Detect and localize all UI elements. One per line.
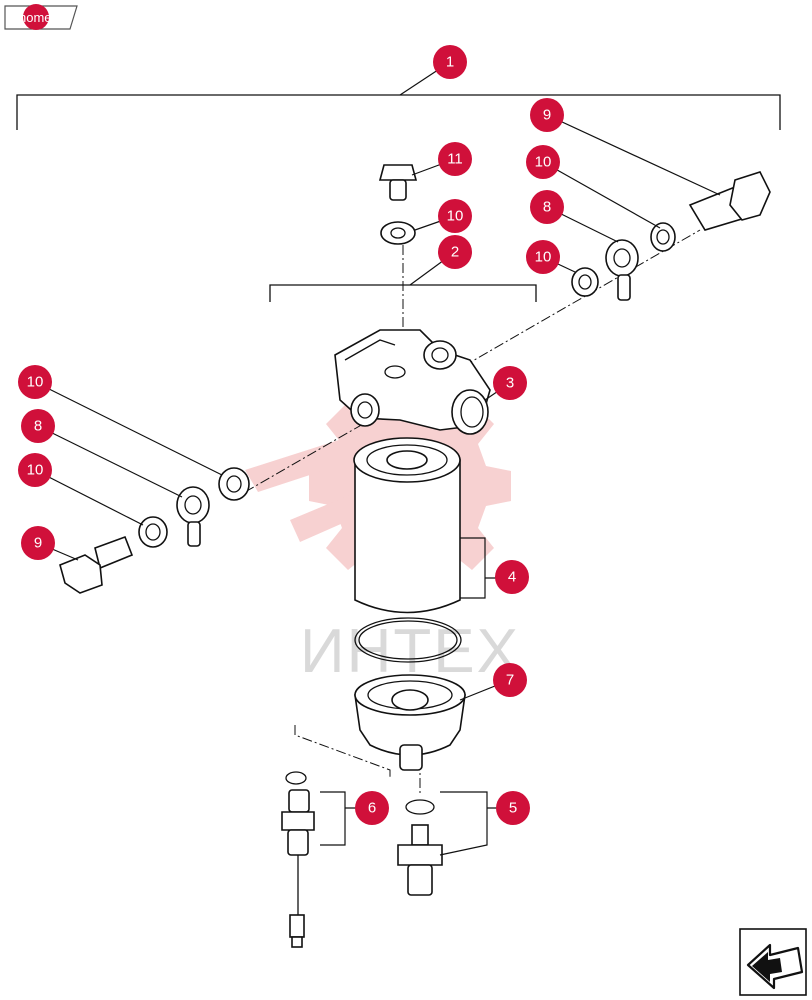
part-washer-right-inner xyxy=(571,267,599,297)
part-washer-left-outer xyxy=(218,467,250,501)
svg-text:3: 3 xyxy=(506,375,514,392)
svg-text:10: 10 xyxy=(535,154,552,171)
callout-8-right[interactable]: 8 xyxy=(530,190,564,224)
part-drain-plug xyxy=(397,799,443,896)
callout-7[interactable]: 7 xyxy=(493,663,527,697)
svg-text:11: 11 xyxy=(447,151,463,168)
home-label[interactable]: home xyxy=(19,10,52,25)
part-washer-top xyxy=(380,221,416,245)
svg-text:1: 1 xyxy=(446,54,454,71)
part-banjo-bolt-right xyxy=(688,171,771,231)
callout-1[interactable]: 1 xyxy=(433,45,467,79)
callout-9-left[interactable]: 9 xyxy=(21,526,55,560)
callout-8-left[interactable]: 8 xyxy=(21,409,55,443)
svg-text:8: 8 xyxy=(34,418,42,435)
callout-3[interactable]: 3 xyxy=(493,366,527,400)
callout-2[interactable]: 2 xyxy=(438,235,472,269)
callout-10-left-outer[interactable]: 10 xyxy=(18,365,52,399)
callout-5[interactable]: 5 xyxy=(496,791,530,825)
callout-6[interactable]: 6 xyxy=(355,791,389,825)
callout-9-right[interactable]: 9 xyxy=(530,98,564,132)
svg-text:9: 9 xyxy=(34,535,42,552)
svg-text:4: 4 xyxy=(508,569,516,586)
callouts: 1 2 3 4 5 6 7 8 8 9 9 10 10 10 10 10 11 xyxy=(18,45,564,825)
part-filter-cartridge xyxy=(353,437,461,614)
bracket-assembly xyxy=(16,94,781,130)
svg-text:6: 6 xyxy=(368,800,376,817)
svg-text:9: 9 xyxy=(543,107,551,124)
svg-text:10: 10 xyxy=(27,462,44,479)
part-washer-left-inner xyxy=(138,516,168,548)
part-filter-head xyxy=(334,329,491,431)
svg-text:2: 2 xyxy=(451,244,459,261)
callout-11[interactable]: 11 xyxy=(438,142,472,176)
svg-text:7: 7 xyxy=(506,672,514,689)
svg-text:10: 10 xyxy=(27,374,44,391)
part-plug xyxy=(378,164,418,201)
arrow-next-icon[interactable] xyxy=(739,928,807,996)
callout-10-top[interactable]: 10 xyxy=(438,199,472,233)
home-tab[interactable]: home xyxy=(4,4,78,30)
part-water-sensor xyxy=(281,771,315,948)
callout-10-left-inner[interactable]: 10 xyxy=(18,453,52,487)
part-head-plug xyxy=(451,389,489,435)
callout-10-right-inner[interactable]: 10 xyxy=(526,240,560,274)
part-washer-right-outer xyxy=(650,222,676,252)
part-banjo-fitting-left xyxy=(176,486,210,547)
svg-text:8: 8 xyxy=(543,199,551,216)
part-banjo-fitting-right xyxy=(605,239,639,301)
callout-10-right-outer[interactable]: 10 xyxy=(526,145,560,179)
svg-text:10: 10 xyxy=(447,208,464,225)
part-seal-ring xyxy=(354,617,462,663)
svg-text:5: 5 xyxy=(509,800,517,817)
svg-text:10: 10 xyxy=(535,249,552,266)
callout-4[interactable]: 4 xyxy=(495,560,529,594)
part-water-bowl xyxy=(354,674,466,771)
part-banjo-bolt-left xyxy=(59,535,134,594)
